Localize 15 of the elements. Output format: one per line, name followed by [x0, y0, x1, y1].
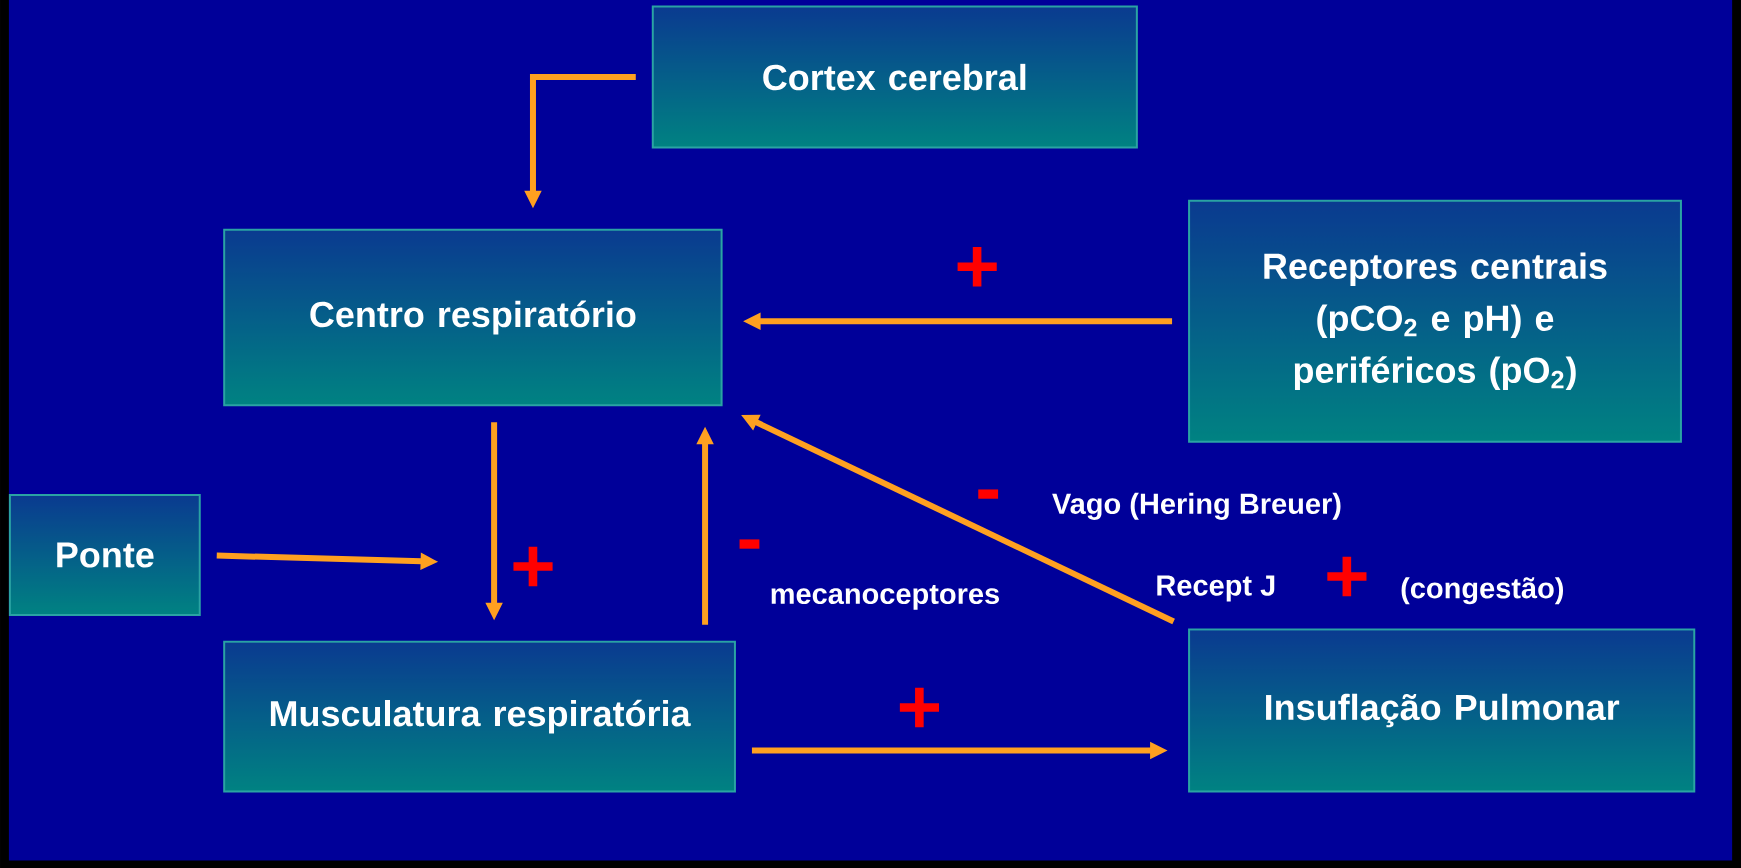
- annotation-label: Vago (Hering Breuer): [1052, 492, 1341, 520]
- process-box: Cortex cerebral: [651, 5, 1138, 149]
- sign-label: +: [513, 546, 553, 587]
- sign-label: +: [957, 246, 997, 287]
- process-box: Insuflação Pulmonar: [1188, 628, 1696, 793]
- sign-label: -: [978, 489, 999, 499]
- process-box: Centro respiratório: [223, 228, 723, 407]
- sign-label: -: [739, 539, 760, 549]
- sign-label: +: [899, 687, 939, 728]
- sign-label: +: [1327, 556, 1367, 597]
- process-box: Musculatura respiratória: [223, 640, 736, 793]
- process-box: Receptores centrais (pCO$_{2}$ e pH) e periféricos (pO$_{2}$): [1188, 199, 1682, 443]
- process-box: Ponte: [8, 493, 201, 616]
- annotation-label: mecanoceptores: [771, 584, 999, 610]
- annotation-label: Recept J: [1157, 575, 1275, 602]
